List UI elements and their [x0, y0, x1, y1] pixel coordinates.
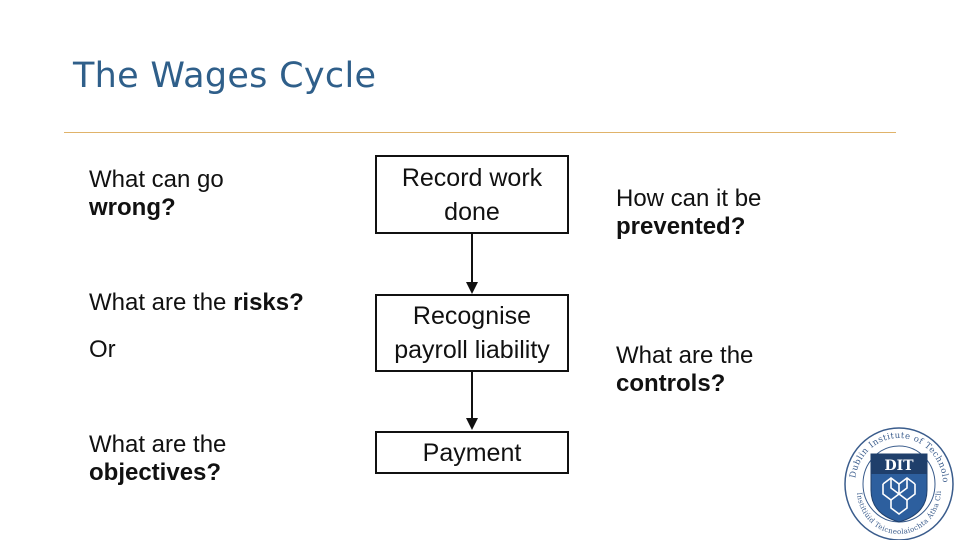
flow-step-recognise-liability: Recognise payroll liability — [375, 294, 569, 372]
left-question-risks-bold: risks? — [233, 289, 304, 316]
flow-step-payment: Payment — [375, 431, 569, 474]
flow-arrow-2 — [466, 372, 478, 430]
right-question-prevented-bold: prevented? — [616, 213, 746, 240]
left-question-wrong-bold: wrong? — [89, 194, 176, 221]
left-or-label: Or — [89, 336, 116, 363]
slide-title: The Wages Cycle — [73, 56, 377, 96]
right-question-controls-text: What are the — [616, 342, 754, 369]
flow-step-record-work-line1: Record work — [401, 163, 543, 192]
flow-step-recognise-liability-line1: Recognise — [412, 302, 532, 330]
right-question-controls: What are the controls? — [616, 342, 753, 398]
left-question-objectives: What are the objectives? — [89, 431, 226, 487]
flow-step-record-work: Record work done — [375, 155, 569, 234]
left-question-risks-text: What are the — [89, 289, 234, 316]
dit-logo-icon: Dublin Institute of Technology Institiúi… — [843, 418, 954, 540]
right-question-prevented: How can it be prevented? — [616, 185, 761, 241]
right-question-controls-bold: controls? — [616, 370, 726, 397]
flow-step-payment-label: Payment — [422, 438, 522, 467]
left-question-wrong: What can go wrong? — [89, 166, 224, 222]
left-question-wrong-text: What can go — [89, 166, 224, 193]
left-question-risks: What are the risks? — [89, 289, 304, 317]
title-divider — [64, 132, 896, 133]
flow-step-record-work-line2: done — [444, 197, 500, 226]
logo-initials: DIT — [884, 458, 914, 474]
left-question-objectives-bold: objectives? — [89, 459, 222, 486]
left-question-objectives-text: What are the — [89, 431, 227, 458]
flow-arrow-1 — [466, 234, 478, 294]
flow-step-recognise-liability-line2: payroll liability — [394, 336, 550, 364]
right-question-prevented-text: How can it be — [616, 185, 762, 212]
